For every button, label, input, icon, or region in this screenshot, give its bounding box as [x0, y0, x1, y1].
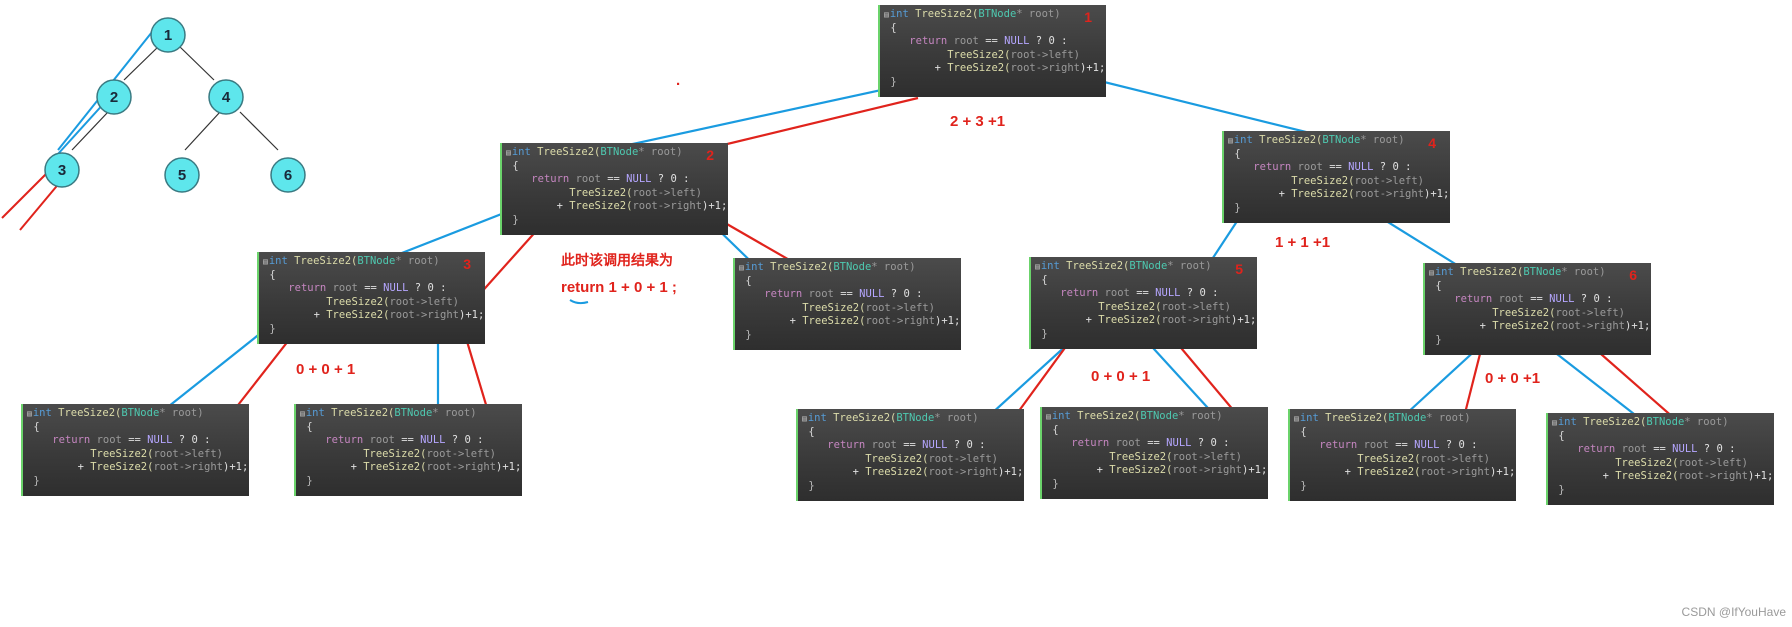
svg-text:6: 6: [284, 167, 292, 184]
code-box: ▤int TreeSize2(BTNode* root) { return ro…: [1040, 407, 1268, 499]
fold-icon[interactable]: ▤: [1294, 414, 1299, 423]
tree-edge: [184, 111, 221, 151]
fold-icon[interactable]: ▤: [1228, 136, 1233, 145]
code-box: ▤int TreeSize2(BTNode* root) { return ro…: [1288, 409, 1516, 501]
tree-trace: [1, 31, 153, 231]
note-line-1: 此时该调用结果为: [561, 253, 673, 269]
code-box: ▤int TreeSize2(BTNode* root) { return ro…: [1222, 131, 1450, 223]
tree-node: 3: [44, 152, 80, 188]
tree-edge: [177, 44, 215, 81]
fold-icon[interactable]: ▤: [300, 409, 305, 418]
svg-text:3: 3: [58, 162, 66, 179]
fold-icon[interactable]: ▤: [1035, 262, 1040, 271]
tree-node: 6: [270, 157, 306, 193]
fold-icon[interactable]: ▤: [1046, 412, 1051, 421]
stray-dot: .: [676, 72, 681, 89]
sum-label-node6: 0 + 0 +1: [1485, 370, 1541, 387]
fold-icon[interactable]: ▤: [739, 263, 744, 272]
code-box: ▤int TreeSize2(BTNode* root) { return ro…: [257, 252, 485, 344]
tree-node: 1: [150, 17, 186, 53]
tree-edge: [71, 111, 109, 151]
fold-icon[interactable]: ▤: [27, 409, 32, 418]
note-line-2: return 1 + 0 + 1 ;: [561, 279, 677, 296]
sum-label-root: 2 + 3 +1: [950, 113, 1006, 130]
fold-icon[interactable]: ▤: [263, 257, 268, 266]
tree-edge: [239, 111, 279, 151]
code-box: ▤int TreeSize2(BTNode* root) { return ro…: [796, 409, 1024, 501]
code-box: ▤int TreeSize2(BTNode* root) { return ro…: [500, 143, 728, 235]
call-number: 6: [1629, 267, 1637, 283]
svg-text:5: 5: [178, 167, 186, 184]
call-number: 5: [1235, 261, 1243, 277]
svg-text:4: 4: [222, 89, 231, 106]
code-box: ▤int TreeSize2(BTNode* root) { return ro…: [733, 258, 961, 350]
sum-label-node3: 0 + 0 + 1: [296, 361, 356, 378]
fold-icon[interactable]: ▤: [802, 414, 807, 423]
tree-node: 2: [96, 79, 132, 115]
fold-icon[interactable]: ▤: [506, 148, 511, 157]
trace-line: [1, 167, 53, 219]
fold-icon[interactable]: ▤: [1429, 268, 1434, 277]
call-number: 2: [706, 147, 714, 163]
svg-text:1: 1: [164, 27, 172, 44]
code-box: ▤int TreeSize2(BTNode* root) { return ro…: [878, 5, 1106, 97]
call-number: 1: [1084, 9, 1092, 25]
note-underline: [569, 299, 589, 305]
tree-edge: [123, 44, 161, 81]
call-number: 3: [463, 256, 471, 272]
code-box: ▤int TreeSize2(BTNode* root) { return ro…: [1029, 257, 1257, 349]
sum-label-node5: 0 + 0 + 1: [1091, 368, 1151, 385]
code-box: ▤int TreeSize2(BTNode* root) { return ro…: [294, 404, 522, 496]
fold-icon[interactable]: ▤: [884, 10, 889, 19]
code-box: ▤int TreeSize2(BTNode* root) { return ro…: [1423, 263, 1651, 355]
call-number: 4: [1428, 135, 1436, 151]
tree-node: 4: [208, 79, 244, 115]
watermark: CSDN @IfYouHave: [1681, 605, 1786, 619]
sum-label-node4: 1 + 1 +1: [1275, 234, 1331, 251]
svg-text:2: 2: [110, 89, 118, 106]
tree-edges: [71, 44, 279, 151]
code-box: ▤int TreeSize2(BTNode* root) { return ro…: [1546, 413, 1774, 505]
fold-icon[interactable]: ▤: [1552, 418, 1557, 427]
tree-node: 5: [164, 157, 200, 193]
code-box: ▤int TreeSize2(BTNode* root) { return ro…: [21, 404, 249, 496]
